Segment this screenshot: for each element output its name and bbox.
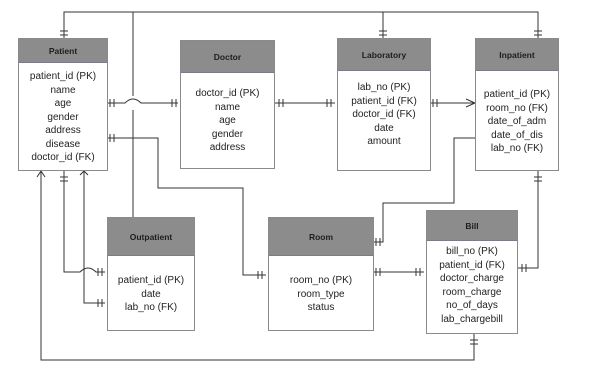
attribute: date_of_dis [491, 129, 543, 141]
attribute: lab_chargebill [441, 313, 503, 325]
attribute: age [219, 115, 236, 126]
entity-bill: Bill bill_no (PK) patient_id (FK) doctor… [426, 210, 518, 334]
connector-patient-doctor [108, 98, 178, 104]
attribute: room_charge [442, 286, 502, 298]
attribute: room_type [297, 288, 345, 300]
attribute: no_of_days [446, 300, 498, 311]
attribute: patient_id (PK) [29, 71, 97, 82]
entity-laboratory: Laboratory lab_no (PK) patient_id (FK) d… [337, 38, 431, 171]
entity-title: Doctor [181, 41, 274, 73]
attribute: lab_no (PK) [357, 82, 411, 93]
entity-title: Outpatient [108, 218, 194, 256]
attribute: name [214, 101, 240, 113]
attribute: date_of_adm [487, 116, 547, 127]
attribute: doctor_id (FK) [352, 109, 416, 120]
attribute: doctor_id (PK) [195, 88, 260, 99]
attribute: patient_id (FK) [351, 95, 417, 107]
connector-inpatient-room [374, 137, 475, 243]
attribute: name [50, 84, 76, 96]
connector-patient-room [108, 137, 266, 276]
attribute: date [141, 288, 161, 300]
entity-patient: Patient patient_id (PK) name age gender … [18, 38, 108, 171]
entity-title: Laboratory [338, 39, 430, 71]
attribute: gender [211, 128, 244, 140]
entity-inpatient: Inpatient patient_id (PK) room_no (FK) d… [475, 38, 559, 171]
attribute: date [374, 122, 394, 134]
attribute: amount [367, 136, 401, 147]
attribute: gender [47, 111, 79, 123]
attribute: lab_no (FK) [124, 302, 178, 313]
attribute: address [209, 142, 246, 153]
attribute: address [45, 125, 81, 136]
entity-title: Patient [19, 39, 107, 63]
attribute: room_no (PK) [289, 275, 353, 286]
connector-patient-bill [40, 171, 475, 361]
entity-title: Room [269, 218, 373, 256]
attribute: status [307, 302, 335, 313]
attribute: patient_id (PK) [117, 275, 185, 286]
attribute: age [54, 98, 72, 109]
entity-title: Inpatient [476, 39, 558, 71]
attribute: bill_no (PK) [446, 246, 498, 257]
entity-title: Bill [427, 211, 517, 241]
connector-inpatient-bill [518, 171, 539, 269]
connector-patient-outpatient [63, 171, 105, 273]
attribute: disease [45, 138, 81, 150]
attribute: doctor_id (FK) [31, 152, 95, 163]
entity-outpatient: Outpatient patient_id (PK) date lab_no (… [107, 217, 195, 331]
connector-outpatient-vertical [83, 171, 105, 304]
attribute: lab_no (FK) [490, 143, 544, 154]
attribute: doctor_charge [440, 273, 504, 284]
connector-top-bus [63, 11, 539, 38]
attribute: patient_id (FK) [439, 259, 505, 271]
attribute: room_no (FK) [486, 102, 548, 114]
attribute: patient_id (PK) [483, 89, 551, 100]
entity-doctor: Doctor doctor_id (PK) name age gender ad… [180, 40, 275, 169]
entity-room: Room room_no (PK) room_type status [268, 217, 374, 331]
